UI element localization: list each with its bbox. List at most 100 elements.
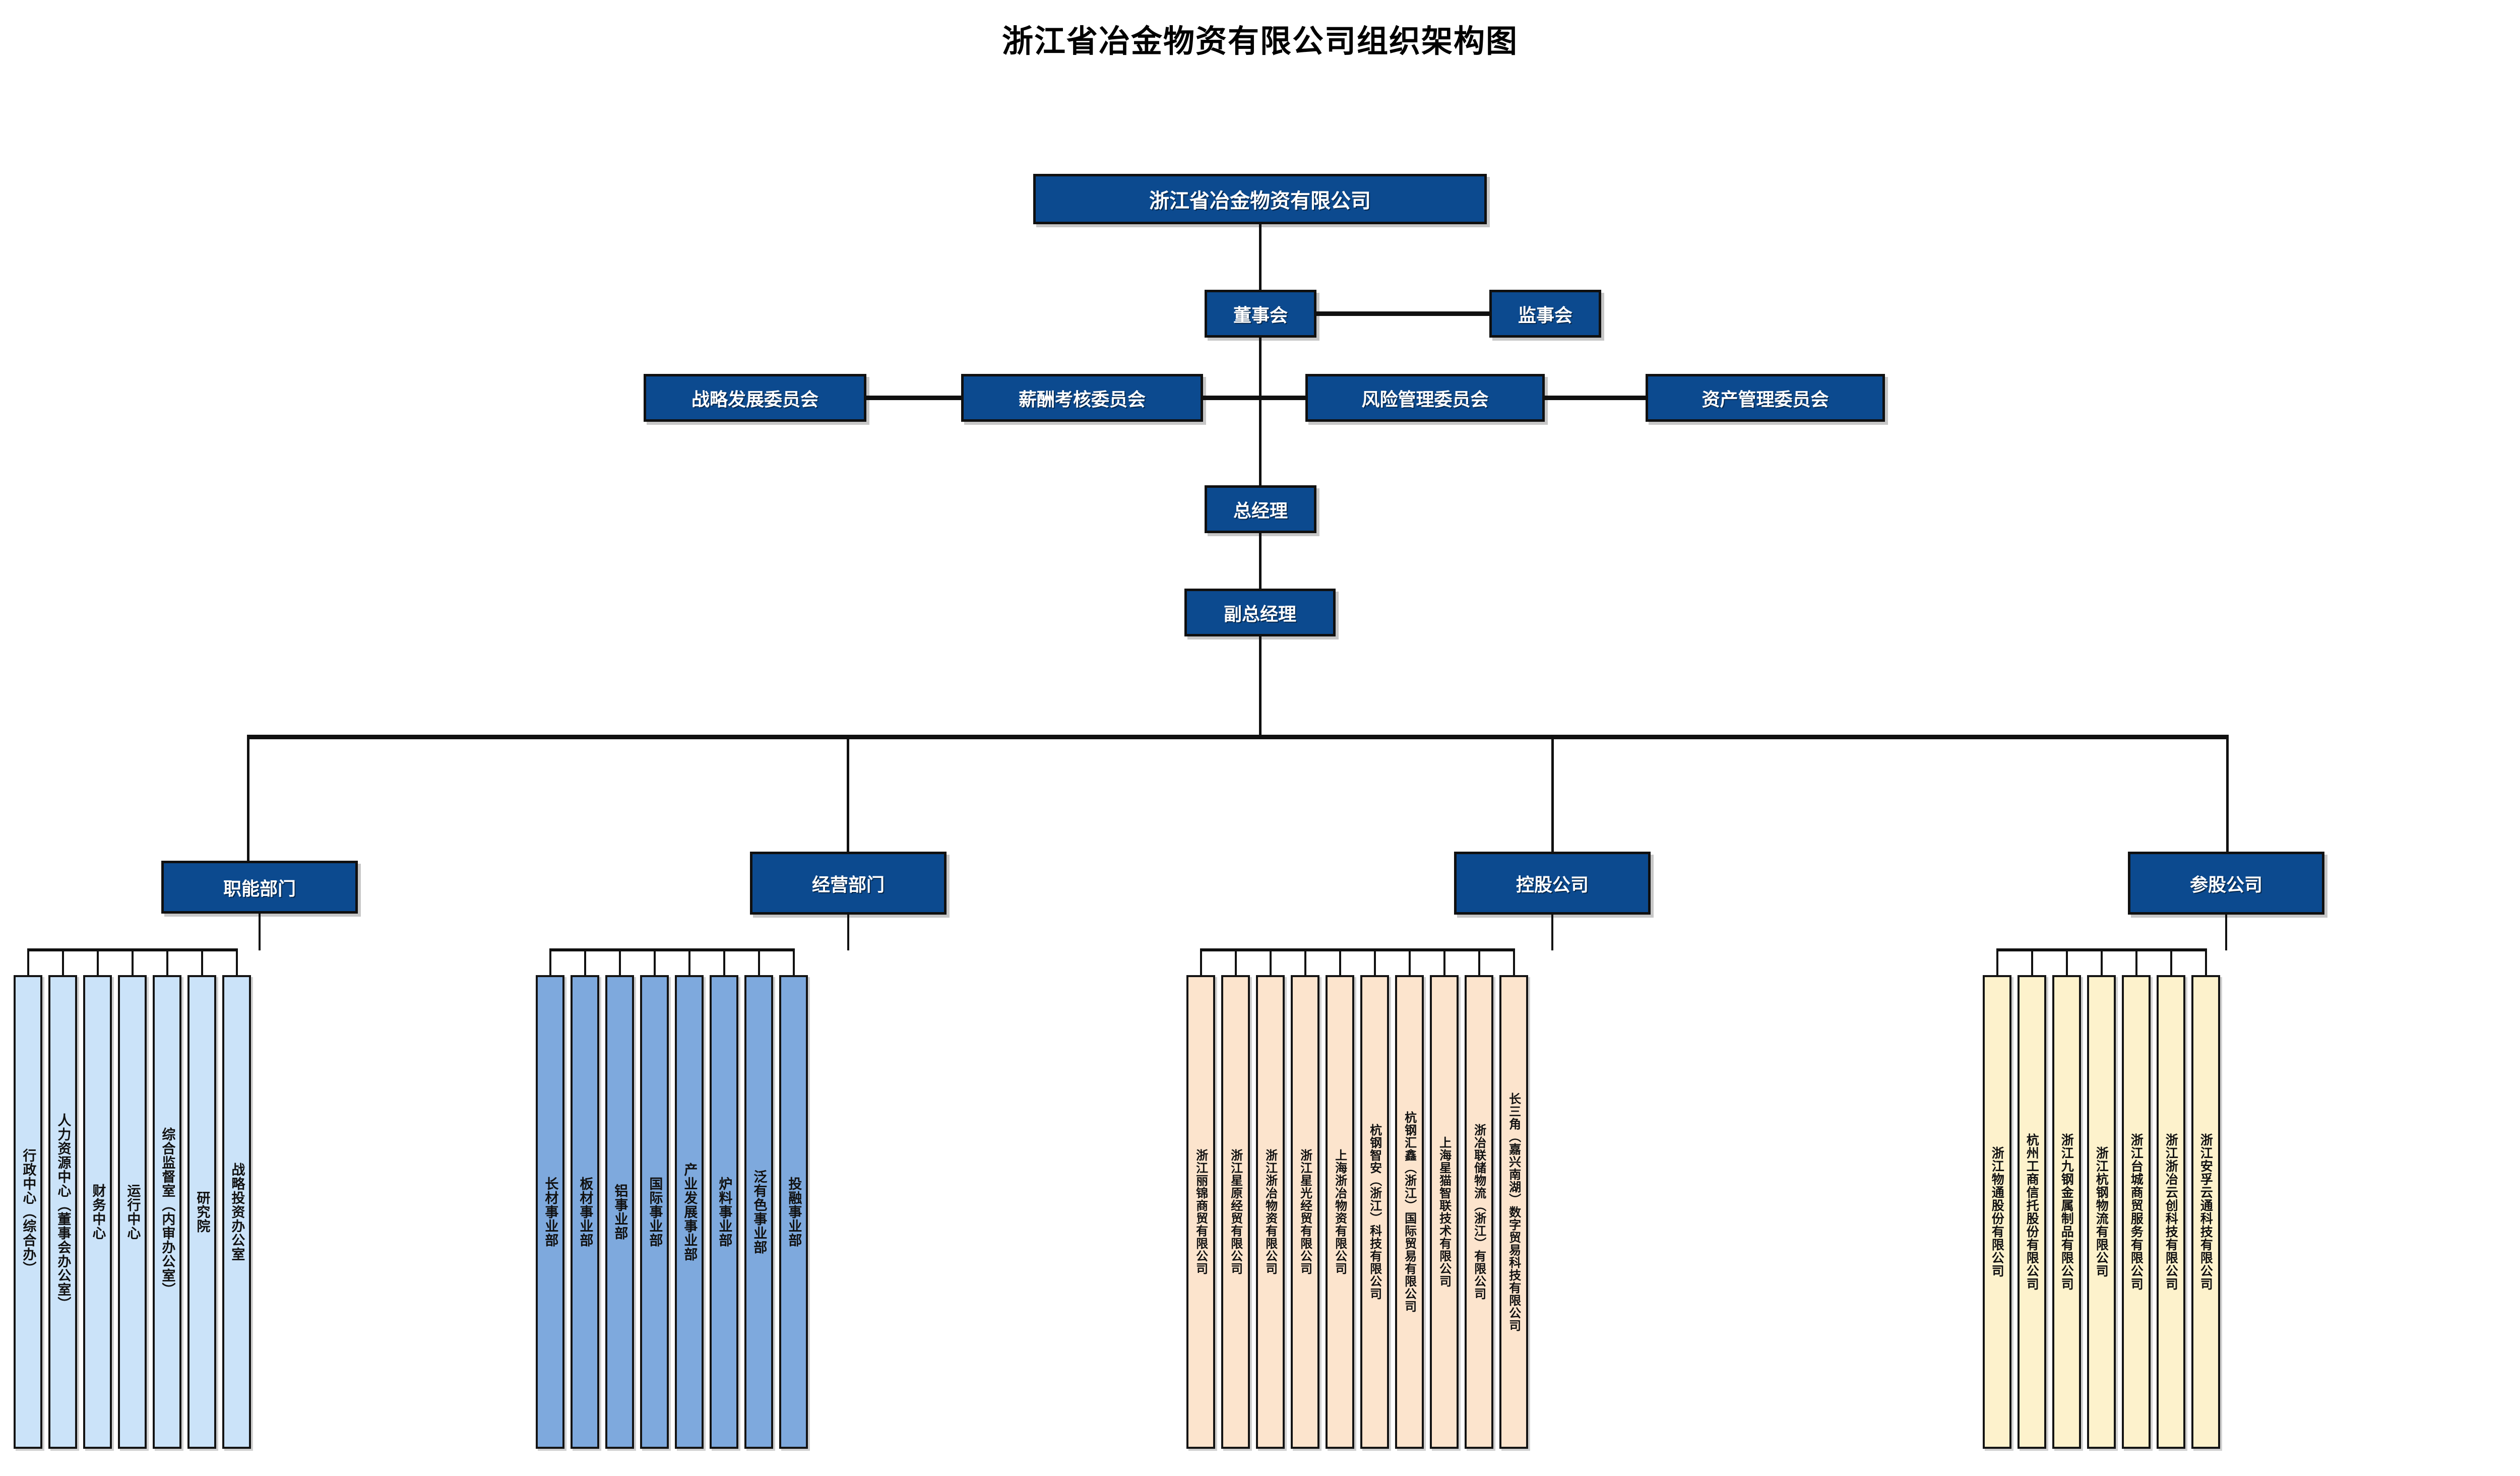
group-header-functional[interactable]: 职能部门 [161, 861, 358, 914]
column-box-operating-5[interactable]: 炉料事业部 [710, 975, 738, 1449]
node-deputy-general-manager-label: 副总经理 [1223, 604, 1296, 625]
column-box-functional-0[interactable]: 行政中心（综合办） [14, 975, 42, 1449]
column-box-functional-5[interactable]: 研究院 [187, 975, 216, 1449]
column-box-label: 上海浙冶物资有限公司 [1333, 1149, 1347, 1275]
connector-gm-deputy [1259, 533, 1262, 590]
column-box-label: 行政中心（综合办） [20, 1148, 36, 1275]
column-box-participating-6[interactable]: 浙江安孚云通科技有限公司 [2191, 975, 2220, 1449]
column-box-participating-0[interactable]: 浙江物通股份有限公司 [1983, 975, 2011, 1449]
connector-drop-holding-2 [1269, 948, 1272, 975]
column-box-functional-3[interactable]: 运行中心 [118, 975, 147, 1449]
column-box-participating-4[interactable]: 浙江台城商贸服务有限公司 [2122, 975, 2151, 1449]
connector-drop-operating-3 [653, 948, 656, 975]
connector-drop-operating-0 [549, 948, 551, 975]
committee-asset-management[interactable]: 资产管理委员会 [1646, 374, 1885, 422]
connector-drop-holding-5 [1373, 948, 1376, 975]
column-box-functional-6[interactable]: 战略投资办公室 [222, 975, 251, 1449]
column-box-label: 人力资源中心（董事会办公室） [55, 1113, 71, 1311]
group-header-label: 控股公司 [1516, 874, 1589, 895]
node-board[interactable]: 董事会 [1205, 290, 1316, 338]
connector-deputy-mainbus [1259, 636, 1262, 737]
connector-drop-operating-7 [792, 948, 795, 975]
committee-compensation-assessment[interactable]: 薪酬考核委员会 [961, 374, 1203, 422]
column-box-label: 浙冶联储物流（浙江）有限公司 [1472, 1124, 1486, 1300]
column-box-functional-1[interactable]: 人力资源中心（董事会办公室） [48, 975, 77, 1449]
column-box-holding-1[interactable]: 浙江星原经贸有限公司 [1221, 975, 1250, 1449]
column-box-participating-5[interactable]: 浙江浙冶云创科技有限公司 [2157, 975, 2185, 1449]
node-company[interactable]: 浙江省冶金物资有限公司 [1033, 174, 1487, 224]
column-box-holding-3[interactable]: 浙江星光经贸有限公司 [1291, 975, 1319, 1449]
column-box-operating-2[interactable]: 铝事业部 [605, 975, 634, 1449]
column-box-holding-5[interactable]: 杭钢智安（浙江）科技有限公司 [1360, 975, 1389, 1449]
column-box-label: 上海星猫智联技术有限公司 [1437, 1136, 1452, 1288]
column-box-label: 综合监督室（内审办公室） [159, 1127, 175, 1297]
committee-label: 薪酬考核委员会 [1018, 389, 1146, 410]
connector-header-stub-operating [847, 915, 849, 950]
connector-drop-operating-2 [618, 948, 621, 975]
connector-drop-functional-3 [131, 948, 134, 975]
column-box-operating-1[interactable]: 板材事业部 [571, 975, 599, 1449]
node-supervisors[interactable]: 监事会 [1489, 290, 1601, 338]
connector-drop-functional-6 [235, 948, 238, 975]
committee-strategy-development[interactable]: 战略发展委员会 [644, 374, 866, 422]
connector-drop-operating-5 [723, 948, 725, 975]
column-box-operating-3[interactable]: 国际事业部 [640, 975, 669, 1449]
column-box-operating-0[interactable]: 长材事业部 [536, 975, 564, 1449]
connector-drop-operating-4 [688, 948, 690, 975]
column-box-functional-4[interactable]: 综合监督室（内审办公室） [153, 975, 181, 1449]
column-box-holding-7[interactable]: 上海星猫智联技术有限公司 [1430, 975, 1459, 1449]
column-box-label: 浙江浙冶云创科技有限公司 [2164, 1133, 2179, 1291]
column-box-holding-2[interactable]: 浙江浙冶物资有限公司 [1256, 975, 1285, 1449]
connector-mainbus-operating [847, 735, 849, 861]
sub-bus-operating [550, 948, 794, 951]
column-box-label: 板材事业部 [577, 1177, 593, 1247]
committee-risk-management[interactable]: 风险管理委员会 [1305, 374, 1545, 422]
column-box-participating-1[interactable]: 杭州工商信托股份有限公司 [2018, 975, 2046, 1449]
column-box-label: 浙江台城商贸服务有限公司 [2129, 1133, 2144, 1291]
sub-bus-holding [1201, 948, 1514, 951]
group-header-participating[interactable]: 参股公司 [2128, 852, 2324, 915]
column-box-holding-8[interactable]: 浙冶联储物流（浙江）有限公司 [1465, 975, 1493, 1449]
connector-drop-holding-8 [1478, 948, 1480, 975]
column-box-label: 浙江物通股份有限公司 [1990, 1146, 2005, 1277]
column-box-label: 杭钢智安（浙江）科技有限公司 [1367, 1124, 1382, 1300]
node-general-manager[interactable]: 总经理 [1205, 485, 1316, 533]
committee-label: 风险管理委员会 [1361, 389, 1489, 410]
column-box-functional-2[interactable]: 财务中心 [83, 975, 112, 1449]
connector-committee-link-1 [866, 396, 962, 400]
connector-drop-participating-3 [2100, 948, 2103, 975]
node-deputy-general-manager[interactable]: 副总经理 [1184, 589, 1336, 636]
connector-drop-participating-1 [2031, 948, 2033, 975]
column-box-label: 杭钢汇鑫（浙江）国际贸易有限公司 [1402, 1111, 1417, 1313]
group-header-operating[interactable]: 经营部门 [750, 852, 947, 915]
column-box-participating-3[interactable]: 浙江杭钢物流有限公司 [2087, 975, 2116, 1449]
column-box-holding-4[interactable]: 上海浙冶物资有限公司 [1326, 975, 1354, 1449]
group-header-holding[interactable]: 控股公司 [1454, 852, 1651, 915]
connector-board-committees [1259, 338, 1262, 398]
node-supervisors-label: 监事会 [1518, 305, 1572, 326]
column-box-holding-9[interactable]: 长三角（嘉兴南湖）数字贸易科技有限公司 [1499, 975, 1528, 1449]
column-box-label: 浙江星原经贸有限公司 [1228, 1149, 1243, 1275]
connector-drop-participating-4 [2135, 948, 2137, 975]
column-box-label: 长材事业部 [542, 1177, 558, 1247]
column-box-holding-0[interactable]: 浙江丽锦商贸有限公司 [1186, 975, 1215, 1449]
connector-drop-holding-6 [1408, 948, 1411, 975]
column-box-label: 战略投资办公室 [229, 1163, 245, 1261]
column-box-operating-7[interactable]: 投融事业部 [779, 975, 808, 1449]
connector-committee-link-3 [1545, 396, 1647, 400]
connector-header-stub-holding [1551, 915, 1553, 950]
connector-mainbus-participating [2226, 735, 2229, 861]
node-board-label: 董事会 [1233, 305, 1288, 326]
column-box-label: 浙江九钢金属制品有限公司 [2059, 1133, 2074, 1291]
column-box-label: 国际事业部 [647, 1177, 663, 1247]
column-box-holding-6[interactable]: 杭钢汇鑫（浙江）国际贸易有限公司 [1395, 975, 1424, 1449]
column-box-operating-6[interactable]: 泛有色事业部 [744, 975, 773, 1449]
column-box-label: 投融事业部 [786, 1177, 802, 1247]
column-box-label: 浙江丽锦商贸有限公司 [1193, 1149, 1208, 1275]
connector-drop-functional-1 [61, 948, 64, 975]
column-box-operating-4[interactable]: 产业发展事业部 [675, 975, 704, 1449]
page-title: 浙江省冶金物资有限公司组织架构图 [1001, 23, 1518, 59]
connector-drop-participating-6 [2204, 948, 2207, 975]
committee-label: 战略发展委员会 [691, 389, 818, 410]
column-box-participating-2[interactable]: 浙江九钢金属制品有限公司 [2052, 975, 2081, 1449]
